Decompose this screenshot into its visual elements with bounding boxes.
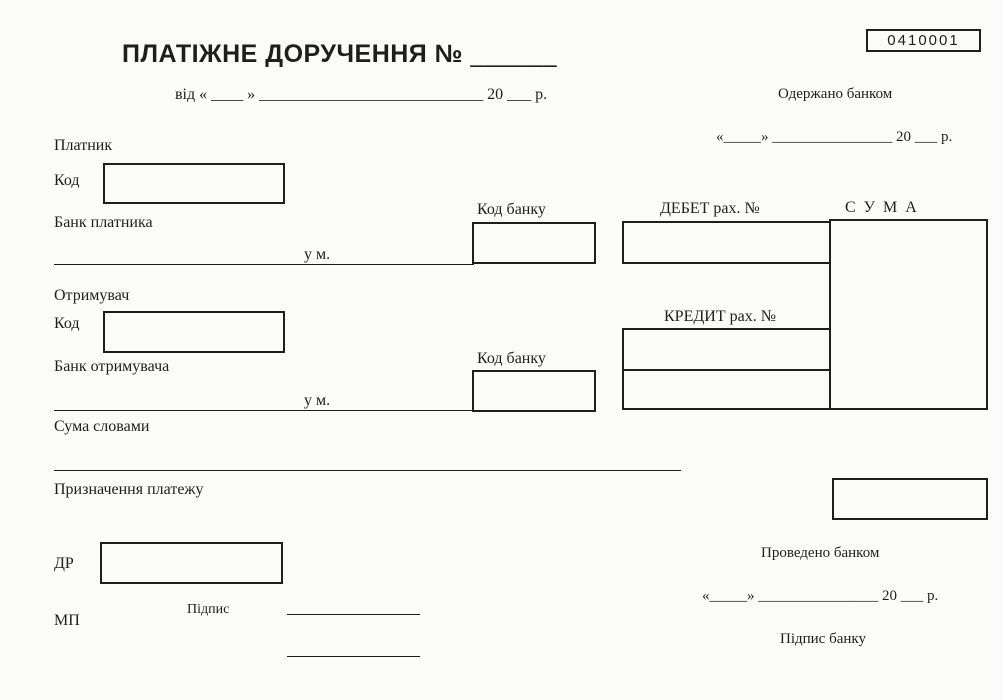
payer-bank-code-label: Код банку (477, 201, 546, 218)
payer-code-field[interactable] (103, 163, 285, 204)
purpose-side-field[interactable] (832, 478, 988, 520)
form-number-blank: ______ (470, 40, 557, 68)
date-line: від « ____ » ___________________________… (175, 86, 548, 103)
received-by-bank-label: Одержано банком (778, 86, 893, 102)
recipient-bank-code-label: Код банку (477, 350, 546, 367)
recipient-bank-code-field[interactable] (472, 370, 596, 412)
payer-heading: Платник (54, 137, 113, 154)
form-title-text: ПЛАТІЖНЕ ДОРУЧЕННЯ № (122, 40, 464, 68)
recipient-heading: Отримувач (54, 287, 130, 304)
purpose-label: Призначення платежу (54, 481, 204, 498)
credit-account-field[interactable] (622, 328, 831, 371)
bank-signature-label: Підпис банку (780, 631, 866, 647)
payer-code-label: Код (54, 172, 80, 189)
credit-account-extra-field[interactable] (622, 369, 831, 410)
debit-label: ДЕБЕТ рах. № (660, 200, 760, 217)
sum-field[interactable] (829, 219, 988, 410)
recipient-bank-line[interactable] (54, 410, 474, 411)
signature-label: Підпис (187, 602, 230, 617)
debit-account-field[interactable] (622, 221, 831, 264)
processed-by-bank-label: Проведено банком (761, 545, 880, 561)
processed-date-line: «_____» ________________ 20 ___ р. (702, 588, 939, 604)
form-code: 0410001 (887, 32, 960, 49)
received-date-line: «_____» ________________ 20 ___ р. (716, 129, 953, 145)
mp-label: МП (54, 612, 80, 629)
dr-label: ДР (54, 555, 74, 572)
signature-line-2[interactable] (287, 656, 420, 657)
dr-field[interactable] (100, 542, 283, 584)
payer-city-label: у м. (304, 246, 331, 263)
sum-words-label: Сума словами (54, 418, 150, 435)
payer-bank-label: Банк платника (54, 214, 153, 231)
credit-label: КРЕДИТ рах. № (664, 308, 776, 325)
sum-words-line[interactable] (54, 470, 681, 471)
recipient-city-label: у м. (304, 392, 331, 409)
form-code-box: 0410001 (866, 29, 981, 52)
sum-label: С У М А (845, 199, 919, 216)
recipient-code-field[interactable] (103, 311, 285, 353)
recipient-code-label: Код (54, 315, 80, 332)
signature-line-1[interactable] (287, 614, 420, 615)
payer-bank-code-field[interactable] (472, 222, 596, 264)
form-title: ПЛАТІЖНЕ ДОРУЧЕННЯ № ______ (122, 40, 557, 69)
payer-bank-line[interactable] (54, 264, 474, 265)
recipient-bank-label: Банк отримувача (54, 358, 170, 375)
